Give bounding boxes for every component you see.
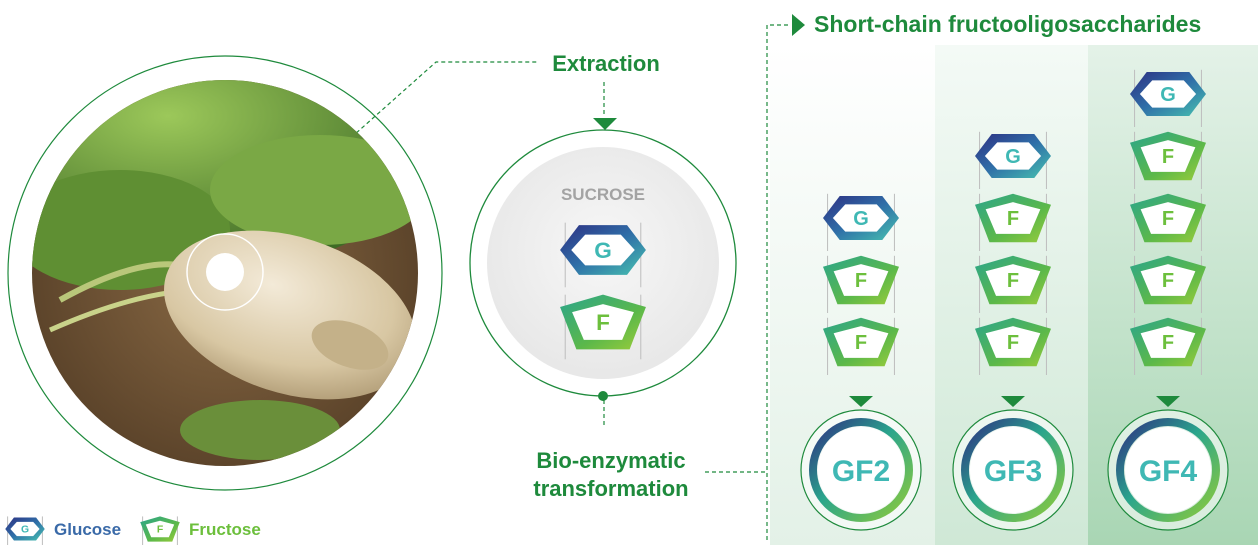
extraction-arrow xyxy=(593,118,617,130)
fructose-symbol: F xyxy=(157,525,163,536)
title-arrow-icon xyxy=(792,14,805,36)
sucrose-fructose-unit: F xyxy=(560,294,646,360)
fructose-symbol: F xyxy=(1007,208,1019,230)
sugar-beet-photo xyxy=(7,55,443,491)
fructose-symbol: F xyxy=(1007,270,1019,292)
legend-fructose-label: Fructose xyxy=(189,520,261,539)
dashed-connectors xyxy=(235,24,790,540)
fructose-symbol: F xyxy=(1162,208,1174,230)
chain-gf3: G F F F GF3 xyxy=(952,131,1074,531)
fructose-symbol: F xyxy=(1162,332,1174,354)
glucose-symbol: G xyxy=(1005,146,1021,168)
glucose-symbol: G xyxy=(594,238,612,263)
fructose-symbol: F xyxy=(1162,270,1174,292)
chain-arrow xyxy=(1001,396,1025,407)
glucose-unit-1: G xyxy=(975,131,1051,189)
badge-gf4: GF4 xyxy=(1107,409,1229,531)
fructose-unit-4: F xyxy=(975,317,1051,375)
chain-gf4: G F F F F GF4 xyxy=(1107,69,1229,531)
fructose-symbol: F xyxy=(1162,146,1174,168)
fructose-unit-2: F xyxy=(1130,131,1206,189)
chain-arrow xyxy=(849,396,873,407)
zoom-spot xyxy=(206,253,244,291)
glucose-symbol: G xyxy=(1160,84,1176,106)
fructose-unit-3: F xyxy=(1130,193,1206,251)
chain-gf2: G F F GF2 xyxy=(800,193,922,531)
transformation-label-line2: transformation xyxy=(533,476,688,501)
photo-outer-ring xyxy=(7,55,443,491)
fructose-unit-2: F xyxy=(975,193,1051,251)
fructose-symbol: F xyxy=(1007,332,1019,354)
fructose-symbol: F xyxy=(855,270,867,292)
title: Short-chain fructooligosaccharides xyxy=(814,11,1201,37)
sucrose-dot xyxy=(598,391,608,401)
fructose-unit-3: F xyxy=(823,317,899,375)
connector-extraction xyxy=(235,61,538,241)
legend-glucose-label: Glucose xyxy=(54,520,121,539)
glucose-symbol: G xyxy=(853,208,869,230)
sucrose-group: SUCROSE GF xyxy=(469,129,737,401)
connector-title xyxy=(766,24,790,540)
fructose-symbol: F xyxy=(596,310,610,335)
fructose-legend-icon: F xyxy=(140,516,180,545)
glucose-symbol: G xyxy=(21,525,29,536)
badge-label: GF3 xyxy=(984,455,1042,488)
sucrose-label: SUCROSE xyxy=(561,185,645,204)
fos-chains: G F F GF2 G F F F GF3 G F F F F GF4 xyxy=(800,69,1229,531)
badge-label: GF2 xyxy=(832,455,890,488)
legend-fructose-shape: F xyxy=(140,516,180,545)
glucose-unit-1: G xyxy=(1130,69,1206,127)
badge-gf2: GF2 xyxy=(800,409,922,531)
zoom-ring xyxy=(186,233,264,311)
fructose-unit-5: F xyxy=(1130,317,1206,375)
fructose-unit-2: F xyxy=(823,255,899,313)
transformation-label-line1: Bio-enzymatic xyxy=(536,448,685,473)
glucose-unit-1: G xyxy=(823,193,899,251)
fructose-symbol: F xyxy=(855,332,867,354)
glucose-legend-icon: G xyxy=(5,516,45,545)
legend-glucose-shape: G xyxy=(5,516,45,545)
badge-gf3: GF3 xyxy=(952,409,1074,531)
sucrose-units: GF xyxy=(560,222,646,360)
chain-arrow xyxy=(1156,396,1180,407)
extraction-label: Extraction xyxy=(552,51,660,76)
badge-label: GF4 xyxy=(1139,455,1198,488)
legend: G Glucose F Fructose xyxy=(5,516,261,545)
fructose-unit-4: F xyxy=(1130,255,1206,313)
fructose-unit-3: F xyxy=(975,255,1051,313)
sucrose-glucose-unit: G xyxy=(560,222,646,288)
